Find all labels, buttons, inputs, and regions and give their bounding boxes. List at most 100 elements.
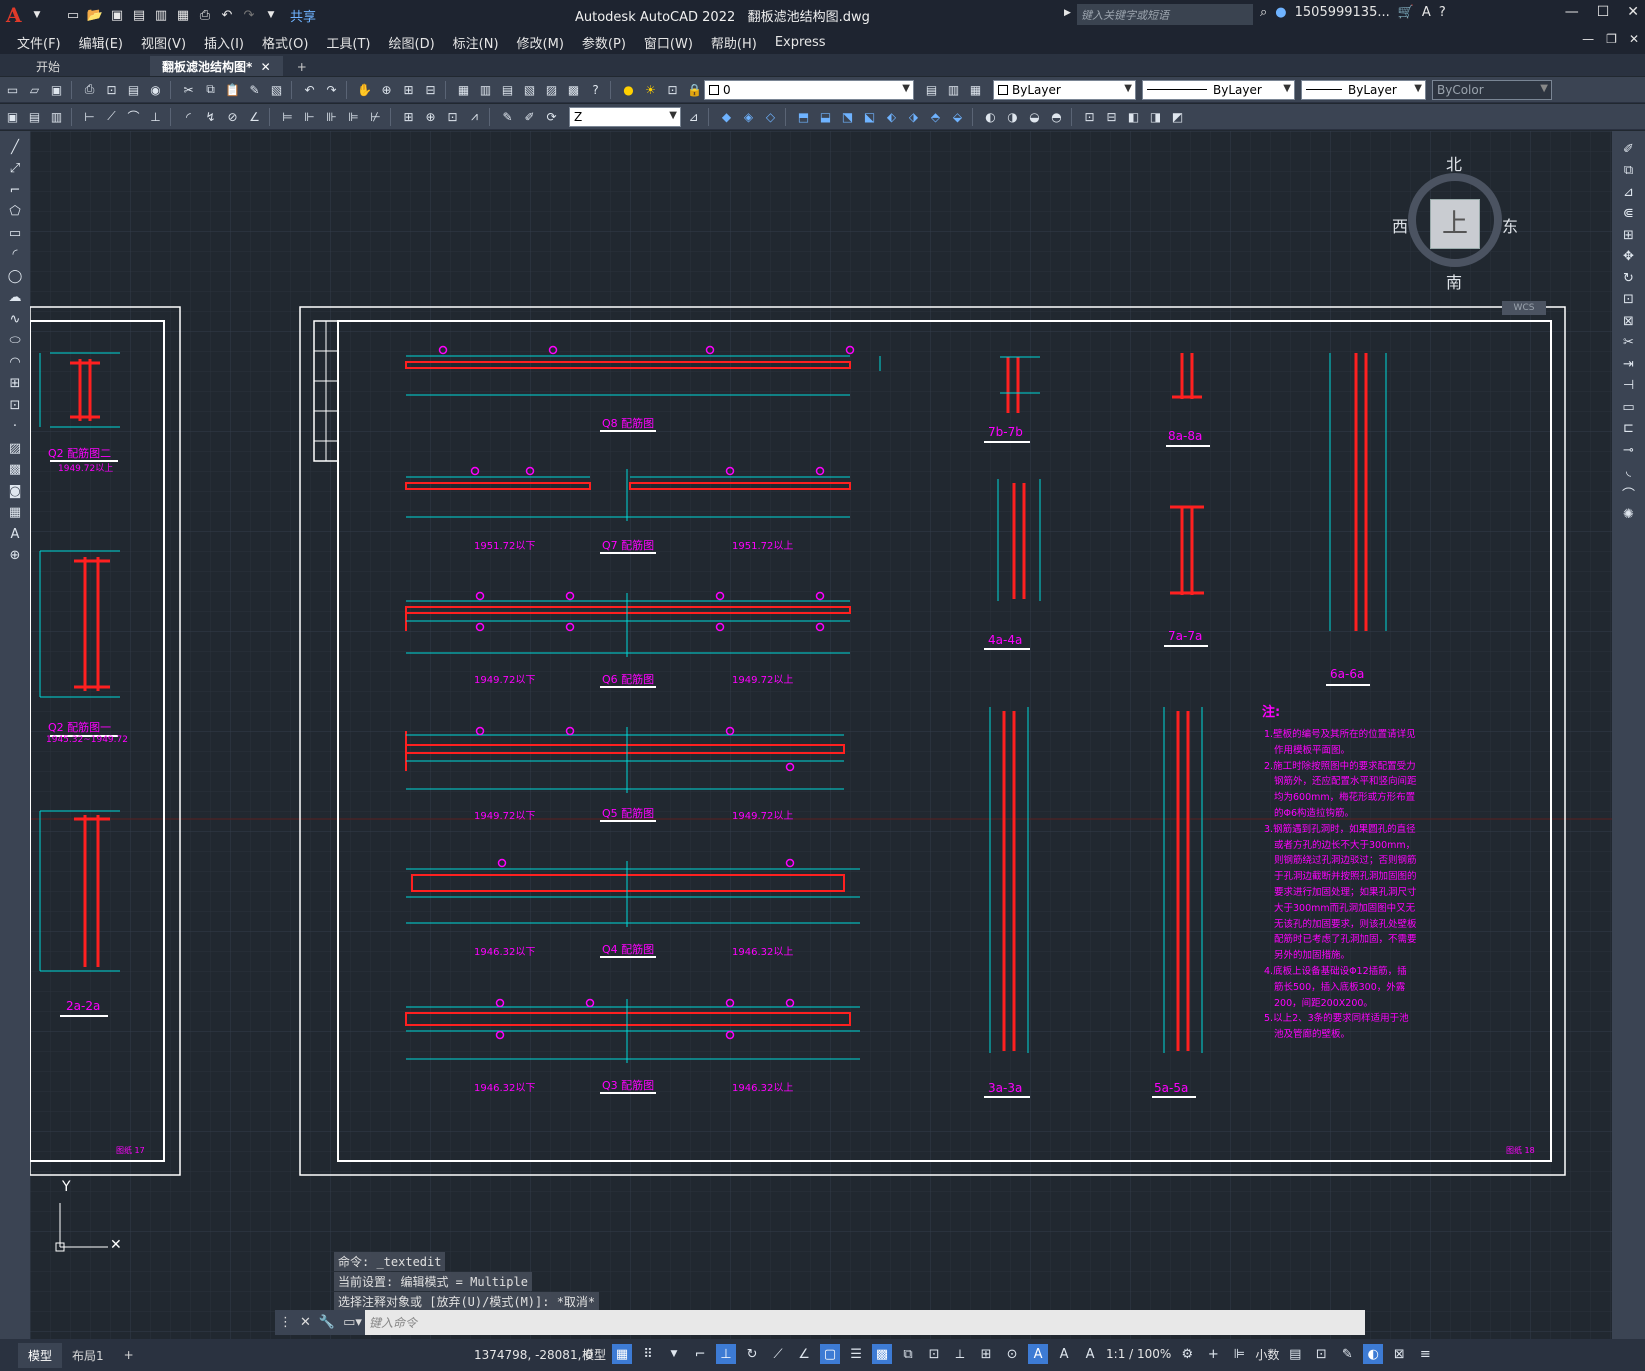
markup-icon[interactable]: ▨ bbox=[545, 82, 558, 97]
tab-model[interactable]: 模型 bbox=[18, 1342, 63, 1368]
point-icon[interactable]: · bbox=[12, 419, 18, 434]
quick-dim-icon[interactable]: ⊨ bbox=[282, 109, 293, 124]
properties-icon[interactable]: ▦ bbox=[457, 82, 470, 97]
fillet-icon[interactable]: ◟ bbox=[1625, 464, 1632, 479]
osnap-icon[interactable]: ▢ bbox=[820, 1344, 841, 1364]
rotate-icon[interactable]: ↻ bbox=[1623, 270, 1634, 286]
multileader-style-icon[interactable]: ▤ bbox=[28, 109, 41, 124]
app-menu-chevron-icon[interactable]: ▼ bbox=[33, 10, 41, 20]
design-center-icon[interactable]: ▥ bbox=[479, 82, 492, 97]
lineweight-icon[interactable]: ☰ bbox=[850, 1346, 862, 1362]
trim-icon[interactable]: ✂ bbox=[1623, 335, 1634, 350]
viewcube-ring[interactable] bbox=[1408, 173, 1502, 267]
osnap-track-icon[interactable]: ∠ bbox=[798, 1346, 810, 1362]
paste-icon[interactable]: 📋 bbox=[225, 82, 240, 97]
undo-tb-icon[interactable]: ↶ bbox=[304, 82, 315, 97]
realistic-icon[interactable]: ◓ bbox=[1051, 109, 1062, 124]
menu-window[interactable]: 窗口(W) bbox=[643, 36, 693, 52]
3dprint-icon[interactable]: ◉ bbox=[150, 82, 161, 97]
arc-length-icon[interactable]: ⌒ bbox=[127, 110, 140, 124]
pan-icon[interactable]: ✋ bbox=[357, 82, 372, 97]
share-button[interactable]: 共享 bbox=[290, 9, 317, 25]
drag-handle-icon[interactable]: ⋮ bbox=[279, 1315, 292, 1330]
add-selected-icon[interactable]: ⊕ bbox=[9, 548, 21, 563]
clean-screen-icon[interactable]: ⊠ bbox=[1393, 1346, 1405, 1362]
tab-drawing[interactable]: 翻板滤池结构图* ✕ bbox=[150, 56, 283, 76]
copy-icon[interactable]: ⧉ bbox=[206, 82, 215, 96]
maximize-icon[interactable]: ☐ bbox=[1596, 4, 1610, 20]
polygon-icon[interactable]: ⬠ bbox=[9, 204, 21, 219]
new-file-icon[interactable]: ▭ bbox=[66, 7, 80, 23]
ucs-x-icon[interactable]: ⬘ bbox=[930, 109, 941, 124]
mtext-icon[interactable]: A bbox=[10, 526, 20, 542]
array-icon[interactable]: ⊞ bbox=[1623, 227, 1634, 243]
units-icon[interactable]: ⊫ bbox=[1233, 1346, 1245, 1362]
aligned-dim-icon[interactable]: ⟋ bbox=[107, 109, 116, 123]
quick-properties-icon[interactable]: ▤ bbox=[1289, 1346, 1302, 1362]
gradient-icon[interactable]: ▩ bbox=[8, 462, 22, 477]
zoom-realtime-icon[interactable]: ⊕ bbox=[381, 82, 392, 97]
dimtedit-icon[interactable]: ✐ bbox=[524, 109, 535, 124]
layer-sun-icon[interactable]: ☀ bbox=[645, 82, 656, 97]
ucs-face-icon[interactable]: ⬒ bbox=[797, 109, 810, 124]
dynamic-ucs-icon[interactable]: ⟂ bbox=[955, 1346, 965, 1362]
help-icon[interactable]: ? bbox=[1438, 5, 1446, 20]
dim-update-icon[interactable]: ⟳ bbox=[546, 109, 557, 124]
rectangle-icon[interactable]: ▭ bbox=[8, 225, 22, 241]
arc-icon[interactable]: ◜ bbox=[12, 247, 18, 262]
viewcube-south[interactable]: 南 bbox=[1446, 273, 1463, 292]
linetype-select[interactable]: ByLayer▼ bbox=[1142, 79, 1295, 100]
viewcube-west[interactable]: 西 bbox=[1392, 217, 1409, 236]
baseline-dim-icon[interactable]: ⊩ bbox=[304, 109, 315, 124]
autocad-logo-icon[interactable]: A bbox=[6, 3, 22, 27]
gizmo-icon[interactable]: ⊙ bbox=[1006, 1346, 1018, 1362]
customize-icon[interactable]: 🔧 bbox=[318, 1315, 336, 1330]
lock-ui-icon[interactable]: ⊡ bbox=[1315, 1346, 1327, 1362]
visual-style-icon[interactable]: ◐ bbox=[985, 109, 996, 124]
open-icon[interactable]: ▱ bbox=[29, 82, 40, 97]
table-icon[interactable]: ▦ bbox=[8, 505, 22, 520]
tab-close-icon[interactable]: ✕ bbox=[260, 60, 271, 74]
doc-minimize-icon[interactable]: — bbox=[1582, 32, 1595, 46]
spline-icon[interactable]: ∿ bbox=[9, 311, 21, 327]
customize-status-icon[interactable]: ≡ bbox=[1419, 1346, 1431, 1362]
view-right-icon[interactable]: ◨ bbox=[1149, 109, 1162, 124]
recent-commands-icon[interactable]: ▭▾ bbox=[343, 1315, 362, 1330]
layer-lock-icon[interactable]: 🔒 bbox=[687, 82, 702, 97]
region-icon[interactable]: ◙ bbox=[8, 483, 22, 499]
isodraft-icon[interactable]: ⟋ bbox=[773, 1346, 783, 1362]
preview-icon[interactable]: ⊡ bbox=[106, 82, 117, 97]
close-cmd-icon[interactable]: ✕ bbox=[300, 1315, 311, 1330]
print-icon[interactable]: ⎙ bbox=[84, 82, 95, 96]
dim-override-icon[interactable]: ⊿ bbox=[688, 109, 699, 124]
workspace-gear-icon[interactable]: ⚙ bbox=[1181, 1346, 1194, 1362]
center-mark-icon[interactable]: ⊕ bbox=[425, 109, 436, 124]
dimstyle-icon[interactable]: ▣ bbox=[6, 109, 19, 124]
construction-line-icon[interactable]: ⤢ bbox=[9, 161, 21, 176]
erase-icon[interactable]: ✐ bbox=[1623, 141, 1634, 157]
save-icon[interactable]: ▣ bbox=[110, 7, 124, 23]
blend-icon[interactable]: ⌒ bbox=[1621, 487, 1635, 503]
menu-insert[interactable]: 插入(I) bbox=[204, 36, 245, 52]
menu-view[interactable]: 视图(V) bbox=[140, 36, 187, 52]
plot-icon[interactable]: ⎙ bbox=[199, 7, 211, 23]
copy-obj-icon[interactable]: ⧉ bbox=[1623, 163, 1634, 178]
open-web-icon[interactable]: ▥ bbox=[154, 7, 168, 23]
coordinates-readout[interactable]: 1374798, -28081, 0 bbox=[474, 1348, 593, 1362]
save-web-icon[interactable]: ▦ bbox=[176, 7, 190, 23]
zoom-previous-icon[interactable]: ⊟ bbox=[425, 82, 436, 97]
inspect-icon[interactable]: ⊡ bbox=[447, 109, 458, 124]
menu-help[interactable]: 帮助(H) bbox=[710, 36, 757, 52]
ortho-icon[interactable]: ⊥ bbox=[716, 1344, 737, 1364]
menu-express[interactable]: Express bbox=[774, 34, 826, 50]
ucs-object-icon[interactable]: ⬓ bbox=[819, 109, 832, 124]
publish-icon[interactable]: ▤ bbox=[127, 82, 140, 97]
layer-vp-icon[interactable]: ⊡ bbox=[667, 82, 678, 97]
cut-icon[interactable]: ✂ bbox=[183, 82, 194, 97]
layer-select[interactable]: 0▼ bbox=[704, 79, 914, 100]
view-front-icon[interactable]: ⊡ bbox=[1084, 109, 1095, 124]
scale-readout[interactable]: 1:1 / 100% bbox=[1106, 1347, 1172, 1361]
search-input[interactable]: 键入关键字或短语 bbox=[1077, 4, 1253, 25]
viewcube-top-face[interactable]: 上 bbox=[1430, 199, 1480, 249]
selection-filter-icon[interactable]: ⊞ bbox=[980, 1346, 992, 1362]
